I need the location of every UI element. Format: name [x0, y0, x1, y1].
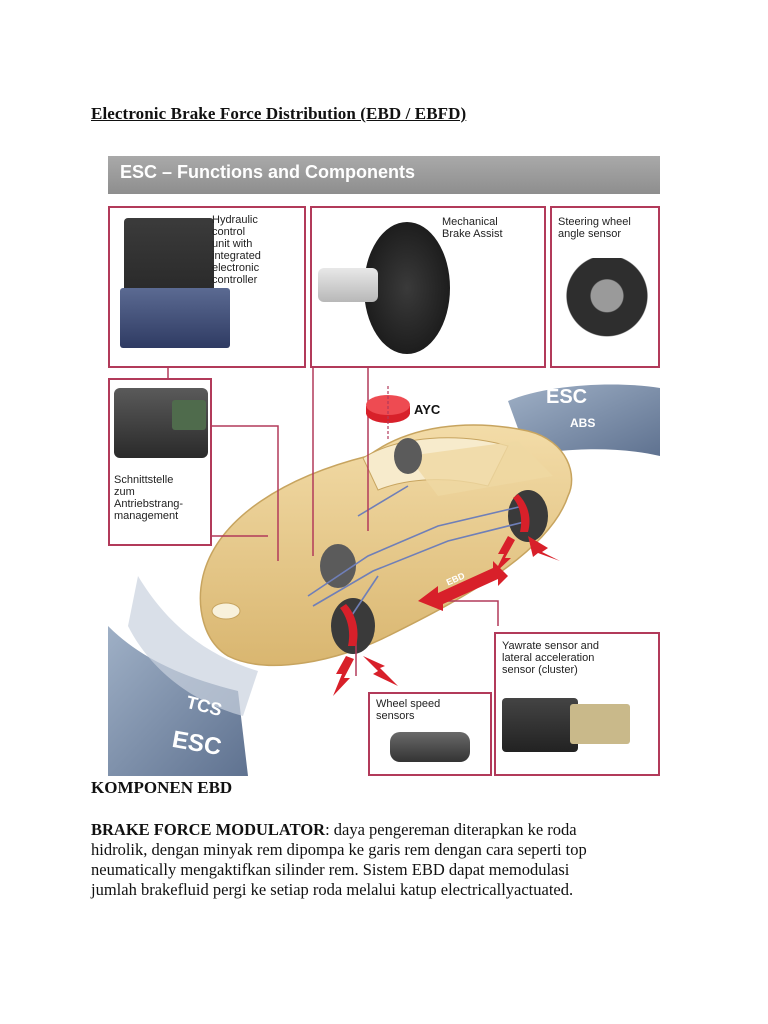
steering-sensor-image: [564, 258, 650, 342]
engine-ecu-image: [172, 400, 206, 430]
steering-sensor-box: Steering wheel angle sensor: [550, 206, 660, 368]
paragraph-line-1: BRAKE FORCE MODULATOR: daya pengereman d…: [91, 820, 691, 840]
brake-booster-image: [364, 222, 450, 354]
paragraph-line-1-rest: : daya pengereman diterapkan ke roda: [325, 820, 577, 839]
figure-header-title: ESC – Functions and Components: [120, 162, 416, 182]
wheel-rear-right: [394, 438, 422, 474]
brake-caliper-rl: [513, 494, 530, 532]
brake-assist-label: Mechanical Brake Assist: [442, 216, 503, 240]
wheel-speed-sensor-image: [390, 732, 470, 762]
tcs-esc-band-left: [108, 626, 248, 776]
hydraulic-unit-base: [120, 288, 230, 348]
paragraph-line-2: hidrolik, dengan minyak rem dipompa ke g…: [91, 840, 587, 859]
brake-lines: [307, 485, 529, 622]
car-headlight: [211, 602, 241, 620]
sensor-cluster-board-image: [570, 704, 630, 744]
paragraph-term: BRAKE FORCE MODULATOR: [91, 820, 326, 839]
steering-sensor-label: Steering wheel angle sensor: [558, 216, 631, 240]
yawrate-sensor-label: Yawrate sensor and lateral acceleration …: [502, 640, 600, 676]
yawrate-sensor-image: [502, 698, 578, 752]
wheel-front-right: [320, 544, 356, 588]
paragraph-line-3: neumatically mengaktifkan silinder rem. …: [91, 860, 570, 879]
figure-header-bar: ESC – Functions and Components: [108, 156, 660, 194]
abs-tag: ABS: [570, 416, 596, 430]
ebd-arrow: [418, 561, 508, 611]
brake-force-modulator-paragraph: BRAKE FORCE MODULATOR: daya pengereman d…: [91, 820, 691, 900]
document-title: Electronic Brake Force Distribution (EBD…: [91, 104, 467, 123]
brake-caliper-fl: [340, 604, 358, 646]
wheel-force-arrows: [333, 536, 560, 696]
brake-assist-box: Mechanical Brake Assist: [310, 206, 546, 368]
hydraulic-unit-label: Hydraulic control unit with integrated e…: [212, 214, 261, 286]
master-cylinder-image: [318, 268, 378, 302]
car-roof: [408, 441, 553, 496]
hydraulic-unit-box: Hydraulic control unit with integrated e…: [108, 206, 306, 368]
paragraph-line-4: jumlah brakefluid pergi ke setiap roda m…: [91, 880, 574, 899]
esc-diagram-figure: ESC – Functions and Components: [108, 156, 660, 776]
engine-interface-label: Schnittstelle zum Antriebstrang- managem…: [114, 474, 184, 522]
wheel-speed-box: Wheel speed sensors: [368, 692, 492, 776]
esc-tag-right: ESC: [546, 386, 588, 408]
tcs-band-inner: [128, 576, 258, 716]
wheel-speed-label: Wheel speed sensors: [376, 698, 441, 722]
esc-diagram-illustration: [108, 351, 660, 776]
engine-interface-box: Schnittstelle zum Antriebstrang- managem…: [108, 378, 212, 546]
yawrate-sensor-box: Yawrate sensor and lateral acceleration …: [494, 632, 660, 776]
ayc-tag: AYC: [414, 402, 441, 417]
section-heading: KOMPONEN EBD: [91, 778, 233, 797]
